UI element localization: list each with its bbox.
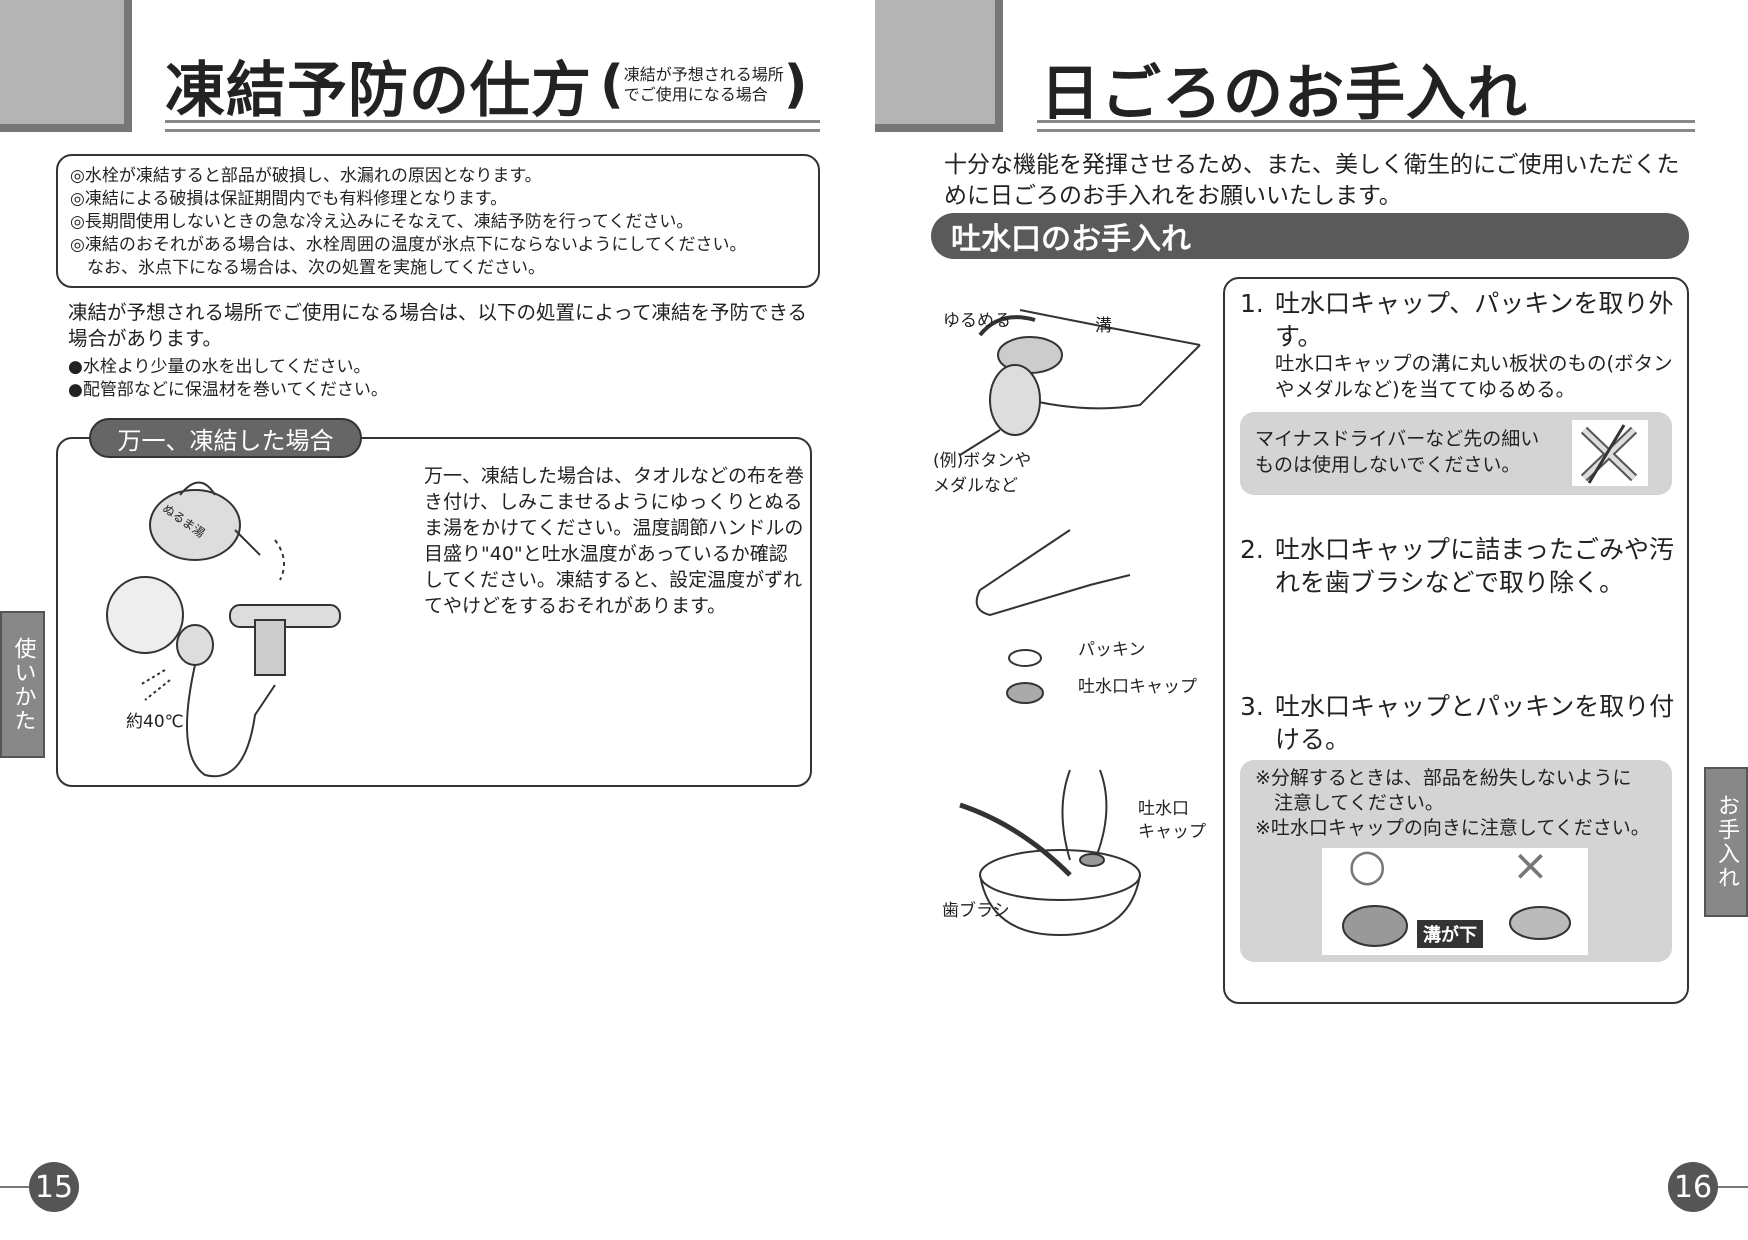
bullet-item: ●水栓より少量の水を出してください。 (68, 357, 371, 377)
warning-line: ◎凍結による破損は保証期間内でも有料修理となります。 (70, 189, 508, 209)
step-2: 2. 吐水口キャップに詰まったごみや汚れを歯ブラシなどで取り除く。 (1240, 533, 1680, 599)
side-tab-usage[interactable]: 使いかた (0, 611, 45, 758)
cap-orientation-icon (1342, 905, 1571, 947)
cap-label-fig3: 吐水口 キャップ (1138, 799, 1206, 842)
bullet-item: ●配管部などに保温材を巻いてください。 (68, 380, 388, 400)
title-tab-decoration (875, 0, 1003, 132)
packing-label: パッキン (1078, 640, 1146, 660)
loosen-label: ゆるめる (943, 311, 1011, 331)
title-tab-decoration (0, 0, 132, 132)
title-note: ( 凍結が予想される場所 でご使用になる場合 ) (600, 55, 808, 115)
parts-illustration (975, 529, 1131, 704)
step-1-desc: 吐水口キャップの溝に丸い板状のもの(ボタンやメダルなど)を当ててゆるめる。 (1275, 352, 1673, 401)
step-1: 1. 吐水口キャップ、パッキンを取り外す。 (1240, 287, 1680, 353)
step-number: 2. (1240, 535, 1264, 564)
caution-text: マイナスドライバーなど先の細いものは使用しないでください。 (1255, 428, 1540, 476)
thaw-illustration (106, 481, 341, 778)
warning-line: なお、氷点下になる場合は、次の処置を実施してください。 (70, 258, 545, 278)
note-line: ※分解するときは、部品を紛失しないように (1255, 767, 1632, 789)
caution-box: マイナスドライバーなど先の細いものは使用しないでください。 (1240, 412, 1672, 495)
title-underline (165, 120, 820, 132)
note-line: 注意してください。 (1255, 792, 1444, 814)
warning-line: ◎長期間使用しないときの急な冷え込みにそなえて、凍結予防を行ってください。 (70, 212, 694, 232)
page-number-right: 16 (1668, 1162, 1718, 1212)
warning-line: ◎凍結のおそれがある場合は、水栓周囲の温度が氷点下にならないようにしてください。 (70, 235, 747, 255)
section-bar: 吐水口のお手入れ (931, 213, 1689, 259)
title-note-line: でご使用になる場合 (623, 85, 768, 104)
cap-label: 吐水口キャップ (1078, 677, 1197, 697)
side-tab-care[interactable]: お手入れ (1704, 767, 1748, 917)
intro-text-right: 十分な機能を発揮させるため、また、美しく衛生的にご使用いただくために日ごろのお手… (944, 152, 1680, 209)
cleaning-illustration (959, 769, 1141, 937)
no-screwdriver-icon (1572, 420, 1648, 486)
page-title-right: 日ごろのお手入れ (1040, 59, 1528, 129)
section-text: 万一、凍結した場合は、タオルなどの布を巻き付け、しみこませるようにゆっくりとぬる… (424, 465, 805, 617)
example-label: (例)ボタンや メダルなど (933, 451, 1032, 496)
page-number-left: 15 (29, 1162, 79, 1212)
step-title: 吐水口キャップ、パッキンを取り外す。 (1275, 289, 1674, 351)
title-underline (1037, 120, 1695, 132)
note-line: ※吐水口キャップの向きに注意してください。 (1255, 817, 1650, 839)
intro-text: 凍結が予想される場所でご使用になる場合は、以下の処置によって凍結を予防できる場合… (68, 301, 808, 350)
groove-label: 溝 (1095, 316, 1112, 336)
step-title: 吐水口キャップに詰まったごみや汚れを歯ブラシなどで取り除く。 (1275, 535, 1675, 597)
page-title-left: 凍結予防の仕方 (165, 56, 592, 126)
step-title: 吐水口キャップとパッキンを取り付ける。 (1275, 692, 1675, 754)
notes: ※分解するときは、部品を紛失しないように 注意してください。 ※吐水口キャップの… (1255, 766, 1650, 841)
warning-box: ◎水栓が凍結すると部品が破損し、水漏れの原因となります。 ◎凍結による破損は保証… (56, 154, 820, 288)
step-number: 3. (1240, 692, 1264, 721)
section-label: 万一、凍結した場合 (89, 418, 362, 458)
ok-mark: ○ (1348, 840, 1387, 891)
warning-line: ◎水栓が凍結すると部品が破損し、水漏れの原因となります。 (70, 166, 542, 186)
step-number: 1. (1240, 289, 1264, 318)
notes-box: ※分解するときは、部品を紛失しないように 注意してください。 ※吐水口キャップの… (1240, 760, 1672, 962)
bullet-list: ●水栓より少量の水を出してください。 ●配管部などに保温材を巻いてください。 (68, 356, 388, 402)
page-number-line (1718, 1186, 1748, 1188)
temperature-label: 約40℃ (126, 712, 184, 732)
loosen-cap-illustration (959, 309, 1201, 456)
step-3: 3. 吐水口キャップとパッキンを取り付ける。 (1240, 690, 1680, 756)
toothbrush-label: 歯ブラシ (942, 901, 1010, 921)
ng-mark: × (1512, 840, 1549, 891)
title-note-line: 凍結が予想される場所 (623, 65, 784, 84)
orientation-figure: ○ × 溝が下 (1322, 840, 1588, 955)
page-number-line (0, 1186, 30, 1188)
orientation-label: 溝が下 (1417, 920, 1483, 948)
